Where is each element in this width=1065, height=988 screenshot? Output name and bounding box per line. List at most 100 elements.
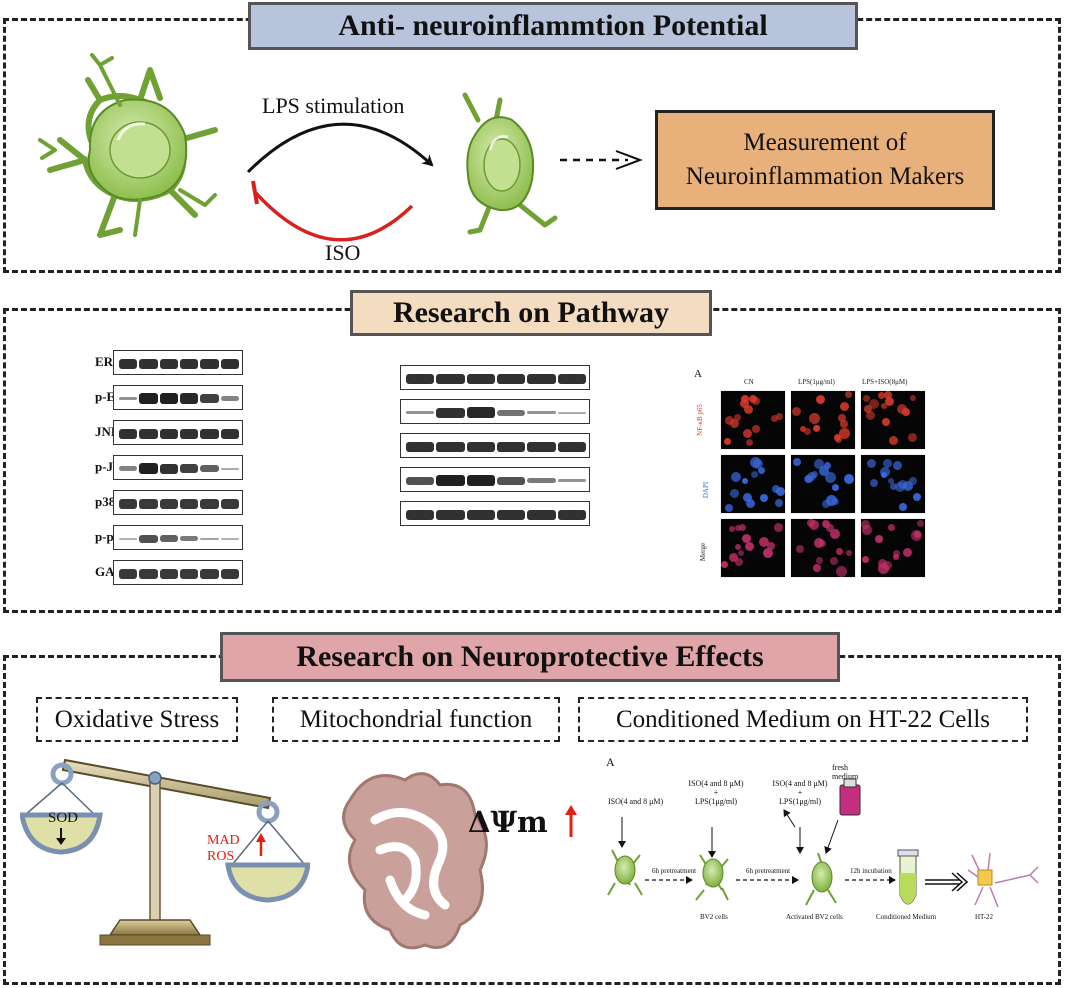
- blot-band: [220, 429, 239, 439]
- blot-band: [200, 359, 219, 369]
- sod-label: SOD: [48, 810, 79, 826]
- wf-iso-lps2-b: LPS(1μg/ml): [778, 797, 822, 806]
- iso-inhibition-arc: [253, 190, 414, 242]
- wf-step1: 6h pretreatment: [652, 867, 697, 875]
- western-blot-nfkb: p65p-p65IκBαp-IκBαβ-actin: [400, 365, 610, 575]
- section1-title: Anti- neuroinflammtion Potential: [248, 2, 858, 50]
- blot-band: [436, 408, 465, 418]
- blot-band: [466, 510, 495, 520]
- wf-conditioned-medium: Conditioned Medium: [876, 913, 937, 921]
- blot-band: [119, 499, 138, 509]
- wf-ht22: HT-22: [975, 913, 994, 921]
- if-col-cn: CN: [744, 378, 754, 386]
- if-image-grid: [720, 390, 928, 582]
- wf-activated-bv2: Activated BV2 cells: [786, 913, 843, 921]
- measurement-box: Measurement of Neuroinflammation Makers: [655, 110, 995, 210]
- activated-microglia-icon: [462, 92, 558, 235]
- blot-label: p38: [95, 494, 116, 509]
- section2-title: Research on Pathway: [350, 290, 712, 336]
- blot-band: [200, 538, 219, 540]
- workflow-panel: A ISO(4 and 8 μM) ISO(4 and 8 μM) + LPS(…: [600, 755, 1040, 970]
- blot-band-row: [113, 560, 243, 585]
- blot-band: [119, 397, 138, 400]
- blot-band: [139, 429, 158, 439]
- blot-band: [180, 393, 199, 404]
- subbox-conditioned-medium: Conditioned Medium on HT-22 Cells: [578, 697, 1028, 742]
- wf-step2: 6h pretreatment: [746, 867, 791, 875]
- if-image-cell: [720, 518, 786, 578]
- blot-band: [200, 569, 219, 579]
- blot-band: [180, 569, 199, 579]
- if-panel-letter: A: [694, 368, 702, 380]
- blot-band: [119, 429, 138, 439]
- if-row-merge: Merge: [699, 542, 708, 562]
- section1-diagram: [38, 53, 643, 242]
- blot-band: [139, 499, 158, 509]
- blot-band: [497, 410, 526, 416]
- blot-band: [557, 442, 586, 452]
- if-image-cell: [790, 390, 856, 450]
- wf-iso-lps-plus: +: [713, 788, 719, 797]
- blot-band: [119, 538, 138, 540]
- blot-band-row: [400, 399, 590, 424]
- blot-band: [466, 475, 495, 486]
- blot-band: [497, 442, 526, 452]
- blot-band: [139, 535, 158, 543]
- blot-band: [466, 442, 495, 452]
- blot-band: [436, 442, 465, 452]
- blot-band-row: [113, 455, 243, 480]
- blot-band-row: [113, 420, 243, 445]
- blot-band: [159, 569, 178, 579]
- blot-band: [220, 569, 239, 579]
- if-col-lps: LPS(1μg/ml): [798, 378, 835, 386]
- blot-band: [159, 499, 178, 509]
- blot-band: [220, 499, 239, 509]
- wf-iso-lps-b: LPS(1μg/ml): [694, 797, 738, 806]
- if-image-cell: [790, 454, 856, 514]
- subbox-mitochondrial: Mitochondrial function: [272, 697, 560, 742]
- mad-label: MAD: [207, 833, 240, 848]
- blot-band: [497, 374, 526, 384]
- blot-band-row: [400, 467, 590, 492]
- wf-iso-lps2-a: ISO(4 and 8 μM): [772, 779, 828, 788]
- immunofluorescence-panel: A CN LPS(1μg/ml) LPS+ISO(8μM) NF-κB p65 …: [690, 368, 930, 583]
- blot-band: [220, 538, 239, 540]
- ros-label: ROS: [207, 849, 235, 864]
- blot-band: [180, 464, 199, 473]
- blot-band-row: [400, 365, 590, 390]
- blot-band: [436, 374, 465, 384]
- delta-psi-m-label: ΔΨm: [468, 805, 548, 839]
- if-image-cell: [720, 454, 786, 514]
- blot-band: [406, 374, 435, 384]
- blot-band: [159, 393, 178, 404]
- blot-band-row: [113, 385, 243, 410]
- wf-iso-lps-2: ISO(4 and 8 μM) + LPS(1μg/ml): [770, 779, 830, 806]
- blot-band: [497, 477, 526, 485]
- if-image-cell: [860, 518, 926, 578]
- blot-band: [220, 396, 239, 401]
- blot-band-row: [400, 501, 590, 526]
- blot-band: [220, 359, 239, 369]
- if-row-dapi: DAPI: [702, 481, 711, 499]
- workflow-diagram: [607, 778, 1039, 908]
- wf-step3: 12h incubation: [850, 867, 892, 875]
- mitochondrion-icon: [342, 772, 488, 950]
- lps-stimulation-label: LPS stimulation: [262, 93, 405, 118]
- blot-band: [497, 510, 526, 520]
- blot-band: [159, 359, 178, 369]
- blot-band: [406, 411, 435, 414]
- blot-band: [527, 442, 556, 452]
- if-image-cell: [860, 454, 926, 514]
- blot-band-row: [113, 350, 243, 375]
- blot-band: [527, 411, 556, 414]
- blot-band: [220, 468, 239, 470]
- wf-fresh-medium: fresh medium: [832, 763, 859, 781]
- blot-band: [406, 442, 435, 452]
- blot-band: [180, 499, 199, 509]
- blot-band: [119, 359, 138, 369]
- up-arrow-icon: [565, 805, 577, 837]
- cell-stage-2: [695, 854, 729, 901]
- wf-iso-lps-a: ISO(4 and 8 μM): [688, 779, 744, 788]
- blot-band-row: [113, 490, 243, 515]
